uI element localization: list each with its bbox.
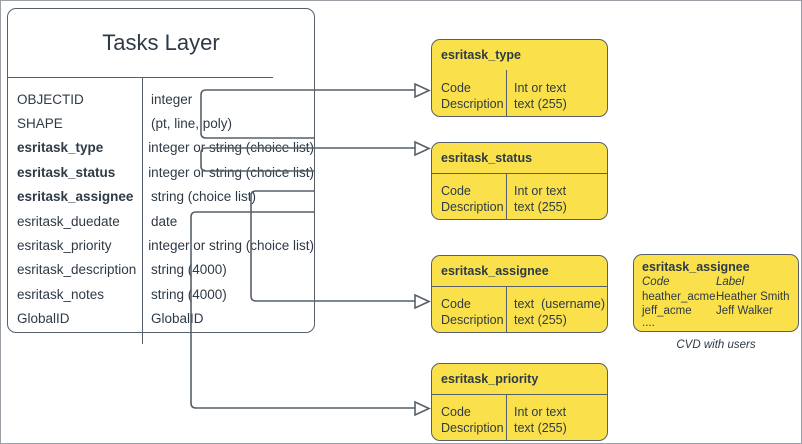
table-row: esritask_assignee string (choice list) (8, 185, 314, 209)
cvd-code: jeff_acme (642, 305, 692, 317)
domain-title: esritask_assignee (441, 264, 549, 278)
cvd-label: Heather Smith (716, 291, 790, 303)
arrowhead-priority (414, 400, 431, 417)
field-type: string (choice list) (151, 189, 257, 205)
field-name: GlobalID (17, 311, 70, 327)
list-item: jeff_acme Jeff Walker (642, 305, 800, 317)
cvd-header-label: Label (716, 276, 745, 288)
field-type: integer (151, 91, 193, 107)
domain-values: Int or text text (255) (514, 184, 567, 214)
domain-box-esritask-status: esritask_status Code Description Int or … (431, 142, 608, 220)
list-item: heather_acmeHeather Smith (642, 291, 800, 303)
cvd-title: esritask_assignee (642, 260, 750, 274)
domain-title: esritask_priority (441, 372, 539, 386)
entity-column-divider (142, 78, 143, 344)
domain-box-esritask-priority: esritask_priority Code Description Int o… (431, 363, 608, 441)
table-row: esritask_duedate date (8, 209, 314, 233)
domain-title-divider (432, 173, 607, 174)
field-type: integer or string (choice list) (148, 238, 314, 254)
field-name: SHAPE (17, 116, 63, 132)
domain-keys: Code Description (441, 81, 504, 111)
cvd-header-code: Code (642, 276, 670, 288)
field-type: string (4000) (151, 286, 227, 302)
domain-box-esritask-type: esritask_type Code Description Int or te… (431, 39, 608, 117)
domain-column-divider (506, 70, 507, 116)
cvd-header-row: Code Label (642, 276, 800, 288)
list-item: .... (642, 317, 800, 329)
table-row: OBJECTID integer (8, 87, 314, 111)
arrowhead-status (414, 140, 431, 157)
domain-title: esritask_status (441, 151, 533, 165)
domain-values: Int or text text (255) (514, 81, 567, 111)
domain-title-divider (432, 394, 607, 395)
domain-keys: Code Description (441, 405, 504, 435)
field-name: OBJECTID (17, 91, 84, 107)
table-row: esritask_type integer or string (choice … (8, 136, 314, 160)
field-type: string (4000) (151, 262, 227, 278)
field-name: esritask_assignee (17, 189, 134, 205)
cvd-assignee-box: esritask_assignee Code Label heather_acme… (633, 254, 799, 332)
field-name: esritask_status (17, 164, 116, 180)
entity-tasks-layer: Tasks Layer OBJECTID integer SHAPE (pt, … (7, 8, 315, 344)
domain-title-divider (432, 286, 607, 287)
domain-keys: Code Description (441, 184, 504, 214)
field-name: esritask_duedate (17, 213, 120, 229)
arrowhead-assignee (414, 293, 431, 310)
table-row: esritask_description string (4000) (8, 258, 314, 282)
domain-column-divider (506, 286, 507, 332)
table-row: GlobalID GlobalID (8, 307, 314, 331)
domain-box-esritask-assignee: esritask_assignee Code Description text … (431, 255, 608, 333)
table-row: SHAPE (pt, line, poly) (8, 111, 314, 135)
entity-header-divider (8, 77, 273, 78)
table-row: esritask_priority integer or string (cho… (8, 233, 314, 257)
table-row: esritask_notes string (4000) (8, 282, 314, 306)
domain-values: text (username) text (255) (514, 297, 606, 327)
cvd-code: .... (642, 317, 655, 329)
table-row: esritask_status integer or string (choic… (8, 160, 314, 184)
field-name: esritask_description (17, 262, 137, 278)
cvd-caption: CVD with users (676, 339, 756, 351)
arrowhead-type (414, 82, 431, 99)
domain-keys: Code Description (441, 297, 504, 327)
domain-column-divider (506, 173, 507, 219)
page-title: Tasks Layer (102, 30, 220, 55)
entity-field-list: OBJECTID integer SHAPE (pt, line, poly) … (8, 87, 314, 331)
field-name: esritask_notes (17, 286, 105, 302)
field-type: date (151, 213, 178, 229)
cvd-label: Jeff Walker (716, 305, 773, 317)
field-type: integer or string (choice list) (148, 164, 314, 180)
domain-title: esritask_type (441, 48, 521, 62)
domain-values: Int or text text (255) (514, 405, 567, 435)
cvd-code: heather_acme (642, 291, 716, 303)
field-type: (pt, line, poly) (151, 116, 233, 132)
field-type: GlobalID (151, 311, 204, 327)
domain-column-divider (506, 394, 507, 440)
field-name: esritask_type (17, 140, 104, 156)
field-name: esritask_priority (17, 238, 112, 254)
field-type: integer or string (choice list) (148, 140, 314, 156)
